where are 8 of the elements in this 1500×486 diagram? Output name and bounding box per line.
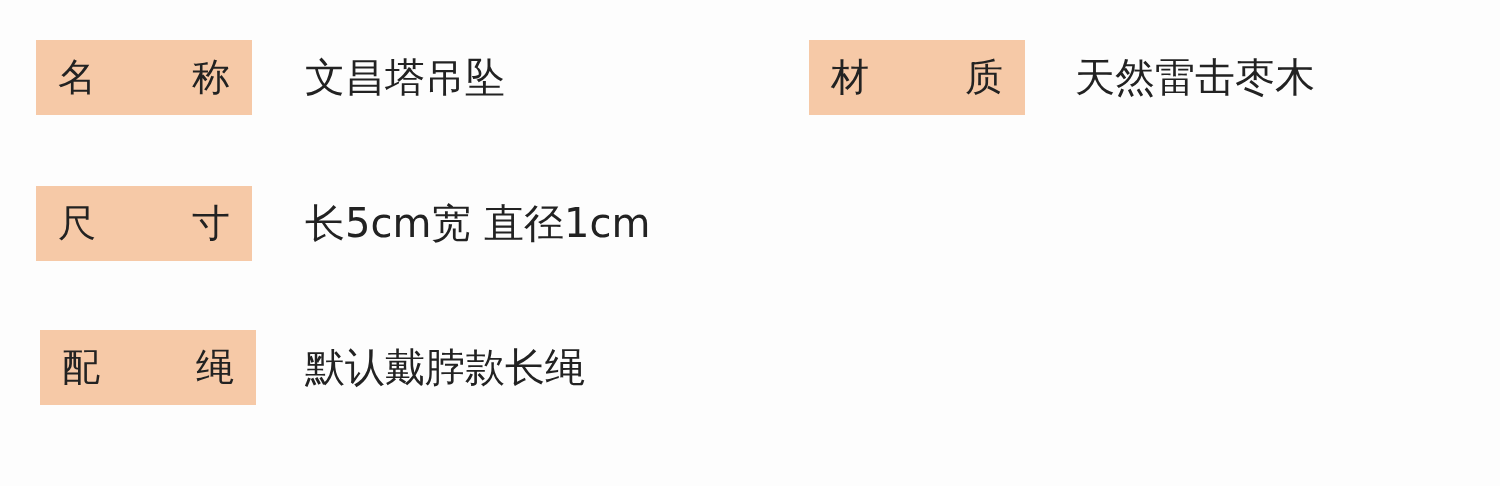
field-value: 默认戴脖款长绳 [305,343,585,392]
field-value: 天然雷击枣木 [1075,53,1315,102]
field-label: 材质 [809,40,1025,115]
field-label: 名称 [36,40,252,115]
field-label: 配绳 [40,330,256,405]
field-value: 文昌塔吊坠 [305,53,505,102]
field-value: 长5cm宽 直径1cm [305,199,651,248]
field-label: 尺寸 [36,186,252,261]
